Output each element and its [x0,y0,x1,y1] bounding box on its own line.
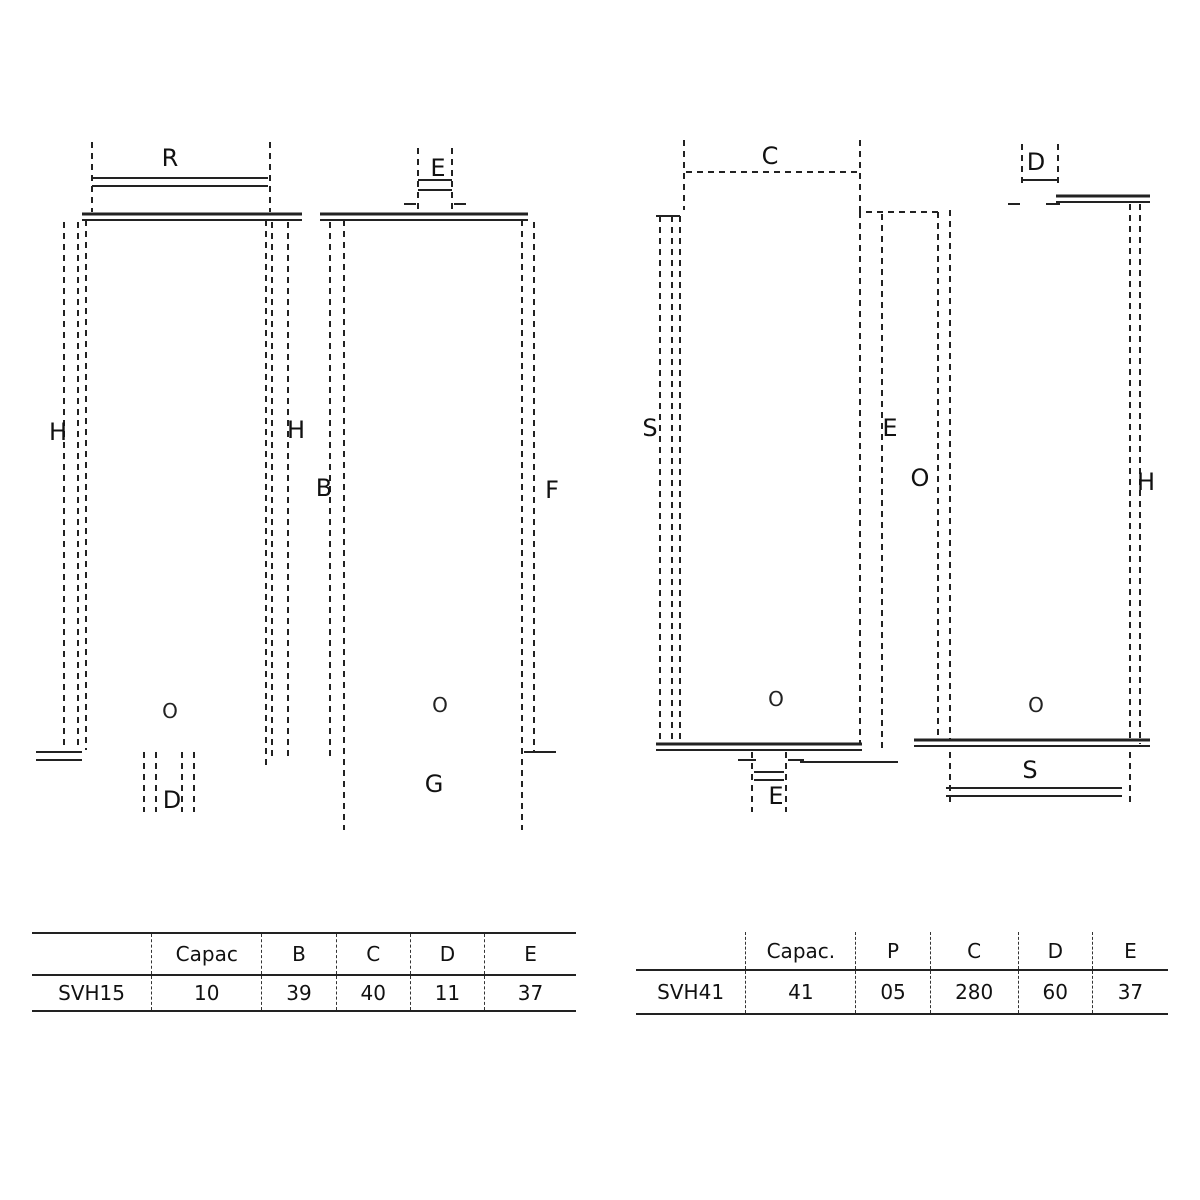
panel-3: C S E O E [642,140,940,812]
table-cell: 39 [261,975,337,1011]
table-cell: 11 [410,975,486,1011]
table-cell: 37 [517,981,544,1005]
p3-right-label: E [882,414,897,442]
table-header-cell: D [1018,932,1093,970]
table-cell: 37 [1117,980,1144,1004]
table-row: SVH41 41 05 280 60 37 [636,970,1168,1014]
spec-table-left: Capac B C D E SVH15 10 39 40 11 37 [32,932,576,1012]
table-header-cell [636,932,747,970]
p3-left-label: S [642,414,657,442]
table-header-cell: D [410,933,486,975]
table-cell: SVH15 [32,975,153,1011]
p2-left-label: B [316,474,332,502]
spec-table-right: Capac. P C D E SVH41 41 05 280 60 37 [636,932,1168,1015]
table-header-cell: E [1124,938,1137,963]
p4-left-label: O [911,464,930,492]
table-header-cell: Capac [151,933,263,975]
table-header-cell: C [336,933,411,975]
p3-top-label: C [762,142,779,170]
p3-center-label: O [768,687,784,711]
p1-left-label: H [49,418,67,446]
table-header-row: Capac B C D E [32,933,576,975]
table-cell: 280 [930,970,1019,1014]
table-row: SVH15 10 39 40 11 37 [32,975,576,1011]
table-cell: 05 [855,970,931,1014]
p1-center-label: O [162,699,178,723]
p1-top-label: R [162,144,179,172]
table-header-row: Capac. P C D E [636,932,1168,970]
p2-right-label: F [545,476,559,504]
p4-bottom-label: S [1022,756,1037,784]
p2-center-label: O [432,693,448,717]
p1-right-label: H [287,416,305,444]
table-cell: SVH41 [636,970,747,1014]
panel-1: R H H D O [36,142,305,814]
p4-right-label: H [1137,468,1155,496]
p3-bottom-label: E [768,782,783,810]
p2-top-label: E [430,154,445,182]
table-header-cell: E [524,942,537,966]
p1-bottom-label: D [163,786,181,814]
table-header-cell: P [855,932,931,970]
p2-bottom-label: G [425,770,444,798]
table-header-cell: B [261,933,337,975]
table-cell: 40 [336,975,411,1011]
p4-top-label: D [1027,148,1045,176]
table-cell: 10 [151,975,263,1011]
table-header-cell: C [930,932,1019,970]
table-cell: 60 [1018,970,1093,1014]
table-header-cell: Capac. [745,932,857,970]
table-header-cell [32,933,153,975]
panel-4: D O H O S [911,144,1155,806]
p4-center-label: O [1028,693,1044,717]
panel-2: E B F O G [316,148,559,830]
table-cell: 41 [745,970,857,1014]
